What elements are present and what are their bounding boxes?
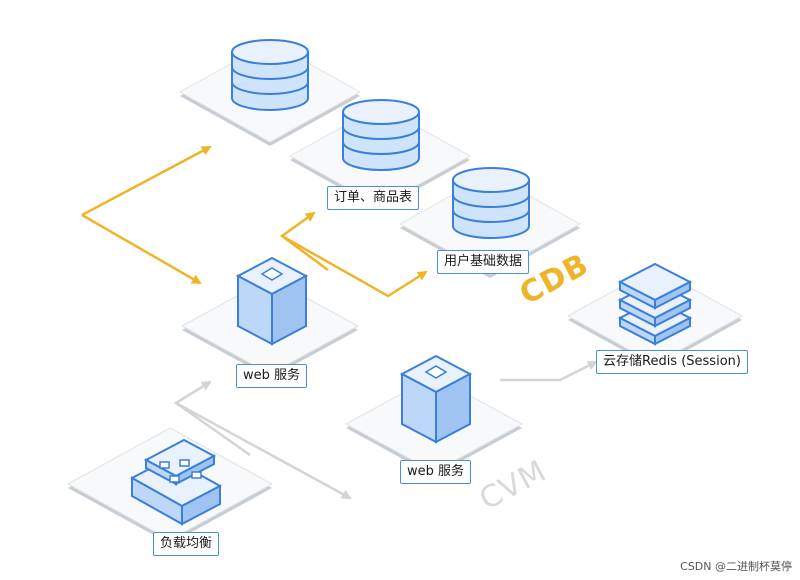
database-icon: [452, 167, 530, 239]
server-icon: [235, 256, 309, 346]
redis-stack-icon: [617, 262, 693, 346]
arrow-web2-to-redis: [500, 360, 598, 382]
load-balancer-icon: [129, 438, 223, 526]
label-redis: 云存储Redis (Session): [596, 350, 748, 374]
label-load-balancer: 负载均衡: [153, 532, 220, 556]
arrow-to-web1: [81, 213, 202, 285]
watermark: CSDN @二进制杯莫停: [680, 560, 792, 573]
label-web-service-1: web 服务: [236, 364, 308, 388]
label-order-table: 订单、商品表: [327, 186, 420, 210]
yellow-arrows: [81, 145, 428, 298]
gray-arrows: [173, 360, 598, 500]
arrow-to-db3: [281, 234, 428, 298]
server-icon: [399, 354, 473, 444]
label-user-data: 用户基础数据: [437, 250, 530, 274]
arrow-to-db1: [81, 145, 212, 217]
arrow-to-db2: [279, 211, 329, 272]
arrow-lb-to-web2: [175, 401, 352, 500]
label-web-service-2: web 服务: [400, 460, 472, 484]
database-icon: [231, 39, 309, 111]
database-icon: [342, 99, 420, 171]
